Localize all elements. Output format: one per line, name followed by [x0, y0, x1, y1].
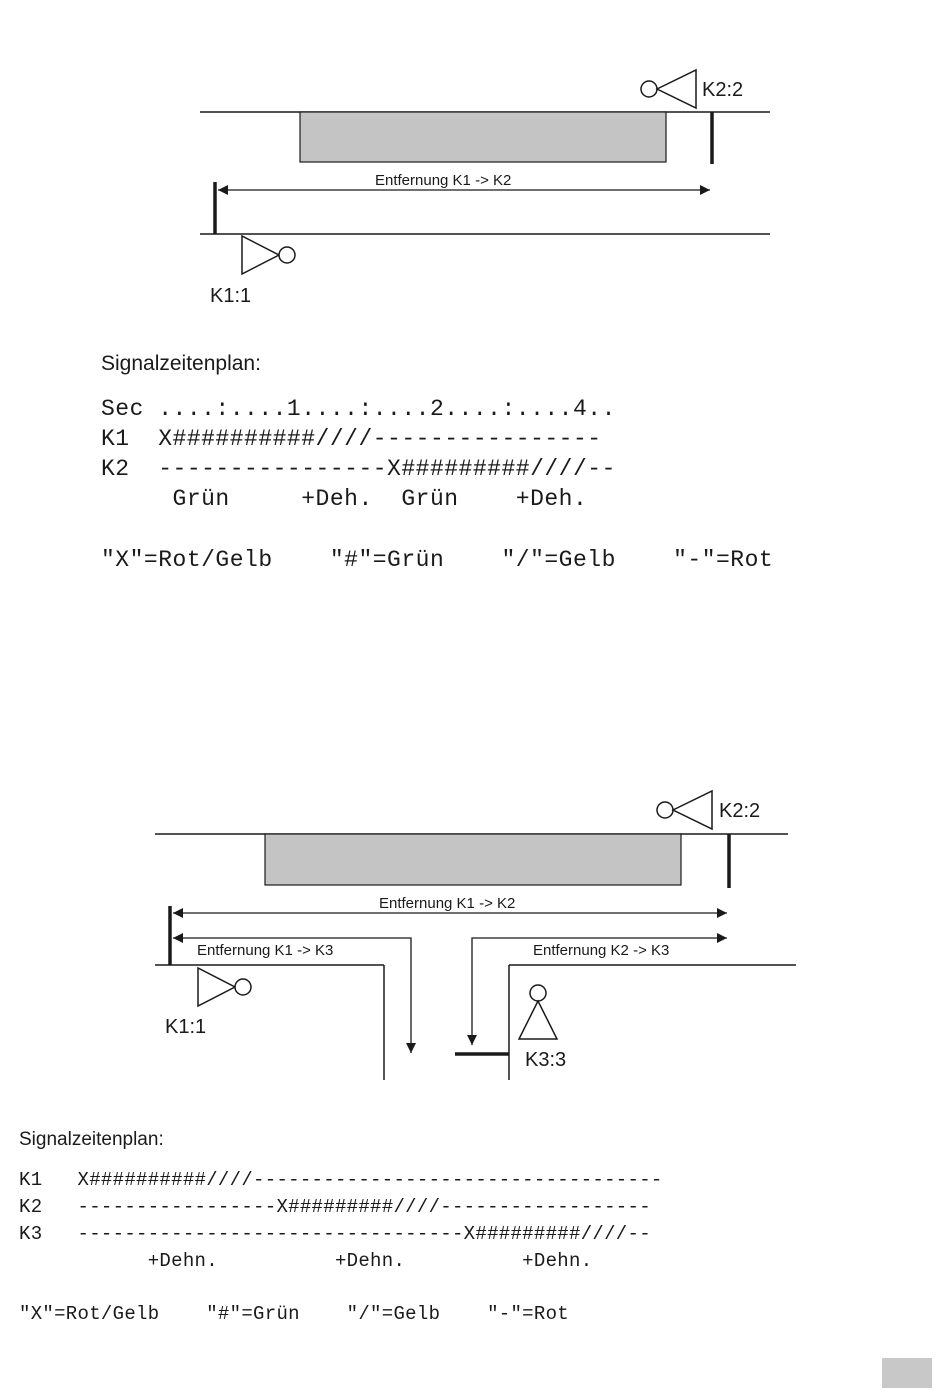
page-tab-marker: [882, 1358, 932, 1388]
schedule-row-sec: Sec ....:....1....:....2....:....4..: [101, 396, 616, 422]
label-k2-2: K2:2: [719, 800, 760, 822]
legend-2: "X"=Rot/Gelb "#"=Grün "/"=Gelb "-"=Rot: [19, 1303, 569, 1325]
legend-1: "X"=Rot/Gelb "#"=Grün "/"=Gelb "-"=Rot: [101, 547, 774, 573]
schedule-row-k2-2: K2 -----------------X#########////------…: [19, 1196, 651, 1218]
schedule-heading-1: Signalzeitenplan:: [101, 352, 261, 375]
label-k1: K1:1: [210, 285, 251, 307]
traffic-signal-k1-icon-2: [197, 966, 252, 1008]
distance-arrow-k1-k3: [173, 933, 416, 1053]
traffic-signal-k2-icon-2: [656, 789, 713, 831]
traffic-signal-k3-icon: [517, 984, 559, 1040]
label-k2: K2:2: [702, 79, 743, 101]
traffic-signal-k2-icon: [640, 68, 697, 110]
schedule-row-phases: Grün +Deh. Grün +Deh.: [101, 486, 588, 512]
schedule-row-k1-2: K1 X##########////----------------------…: [19, 1169, 663, 1191]
label-distance-k2-k3: Entfernung K2 -> K3: [533, 942, 669, 959]
label-k3: K3:3: [525, 1049, 566, 1071]
label-k1-2: K1:1: [165, 1016, 206, 1038]
traffic-signal-k1-icon: [241, 234, 296, 276]
schedule-row-k2: K2 ----------------X#########////--: [101, 456, 616, 482]
diagram-2: K2:2 K1:1 K3:3 Entfernung K1 -> K2 Entfe…: [155, 789, 796, 1080]
schedule-row-phases-2: +Dehn. +Dehn. +Dehn.: [19, 1250, 593, 1272]
schedule-heading-2: Signalzeitenplan:: [19, 1129, 164, 1150]
label-distance-k1-k2: Entfernung K1 -> K2: [375, 172, 511, 189]
construction-zone: [299, 111, 667, 163]
distance-arrow-k2-k3: [467, 933, 727, 1045]
schedule-row-k3: K3 ---------------------------------X###…: [19, 1223, 651, 1245]
schedule-row-k1: K1 X##########////----------------: [101, 426, 602, 452]
label-distance-k1-k3: Entfernung K1 -> K3: [197, 942, 333, 959]
construction-zone-2: [264, 833, 682, 886]
label-distance-k1-k2-2: Entfernung K1 -> K2: [379, 895, 515, 912]
diagram-1: K2:2 K1:1 Entfernung K1 -> K2: [200, 68, 770, 307]
